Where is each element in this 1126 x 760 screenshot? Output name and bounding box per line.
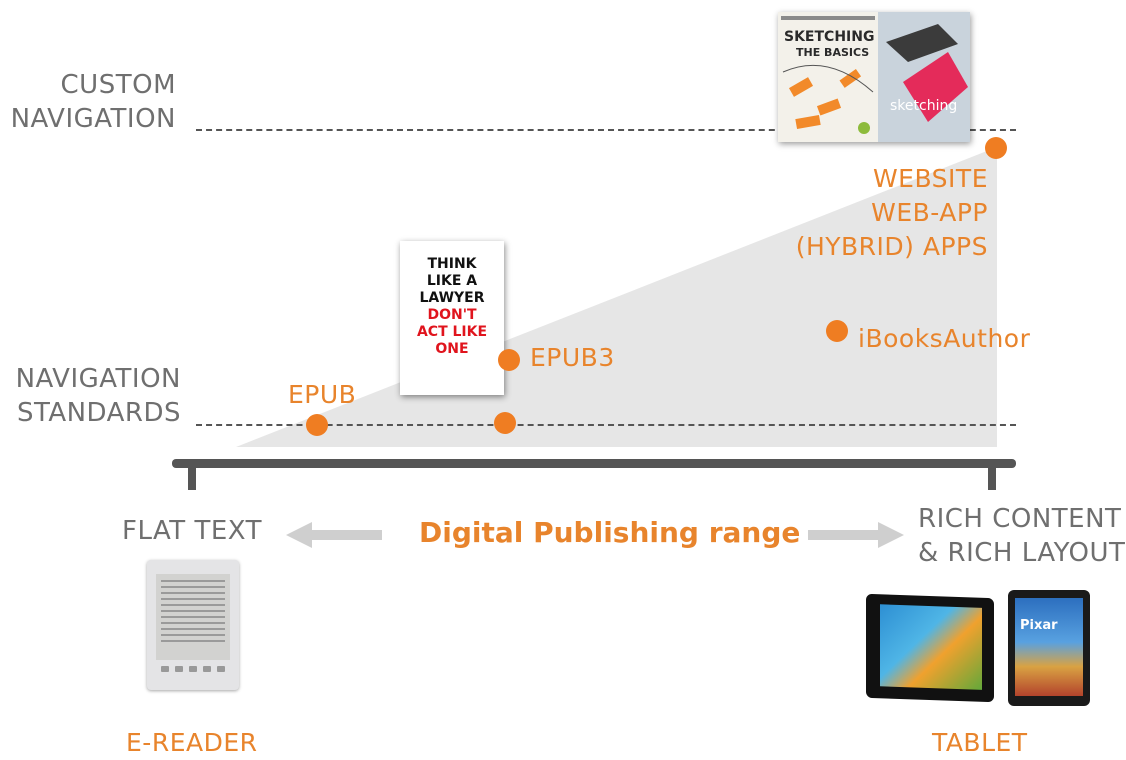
ereader-buttons xyxy=(161,666,225,680)
book-title-line-red: DON'T xyxy=(427,307,477,323)
ereader-label: E-READER xyxy=(126,728,258,757)
tablet-screen xyxy=(880,604,982,690)
flat-text-label: FLAT TEXT xyxy=(122,516,262,546)
epub3-label: EPUB3 xyxy=(530,343,615,372)
tablet-screen-title: Pixar xyxy=(1020,618,1058,633)
ibooksauthor-label: iBooksAuthor xyxy=(858,324,1031,353)
navigation-standards-line xyxy=(196,424,1016,426)
navigation-standards-label: NAVIGATION STANDARDS xyxy=(15,364,181,428)
ibooksauthor-dot xyxy=(826,320,848,342)
tablet-device-portrait: Pixar xyxy=(1008,590,1090,706)
website-label: WEBSITE xyxy=(872,164,988,193)
think-like-a-lawyer-book-cover: THINK LIKE A LAWYER DON'T ACT LIKE ONE xyxy=(400,241,504,395)
tablet-label: TABLET xyxy=(932,728,1028,757)
sketching-cover-art xyxy=(778,12,970,142)
tablet-device-landscape xyxy=(866,593,994,703)
left-arrow-icon xyxy=(286,522,382,548)
ereader-device xyxy=(147,560,239,690)
epub3-dot xyxy=(498,349,520,371)
range-bar-right-tick xyxy=(988,464,996,490)
epub-label: EPUB xyxy=(288,380,357,409)
custom-navigation-label: CUSTOM NAVIGATION xyxy=(10,70,176,134)
book-title-line: LAWYER xyxy=(419,290,485,306)
book-title-line-red: ONE xyxy=(435,341,469,357)
book-title-line: LIKE A xyxy=(426,273,478,289)
book-title-line: THINK xyxy=(427,256,477,272)
epub3-dot-bottom xyxy=(494,412,516,434)
sketching-left-title: SKETCHING THE BASICS xyxy=(784,29,875,60)
ereader-text-lines xyxy=(161,580,225,646)
epub-dot xyxy=(306,414,328,436)
hybrid-apps-label: (HYBRID) APPS xyxy=(795,232,988,261)
sketching-right-title: sketching xyxy=(890,98,958,114)
right-arrow-icon xyxy=(808,522,904,548)
tablet-screen xyxy=(1015,598,1083,696)
website-dot xyxy=(985,137,1007,159)
range-bar xyxy=(172,459,1016,468)
custom-navigation-line xyxy=(196,129,1016,131)
digital-publishing-range-label: Digital Publishing range xyxy=(419,516,801,549)
sketching-book-cover: SKETCHING THE BASICS sketching xyxy=(778,12,970,142)
rich-content-label: RICH CONTENT & RICH LAYOUT xyxy=(918,504,1126,568)
website-labels: WEBSITE WEB-APP (HYBRID) APPS xyxy=(770,162,988,264)
web-app-label: WEB-APP xyxy=(871,198,988,227)
range-bar-left-tick xyxy=(188,464,196,490)
book-title-line-red: ACT LIKE xyxy=(416,324,488,340)
